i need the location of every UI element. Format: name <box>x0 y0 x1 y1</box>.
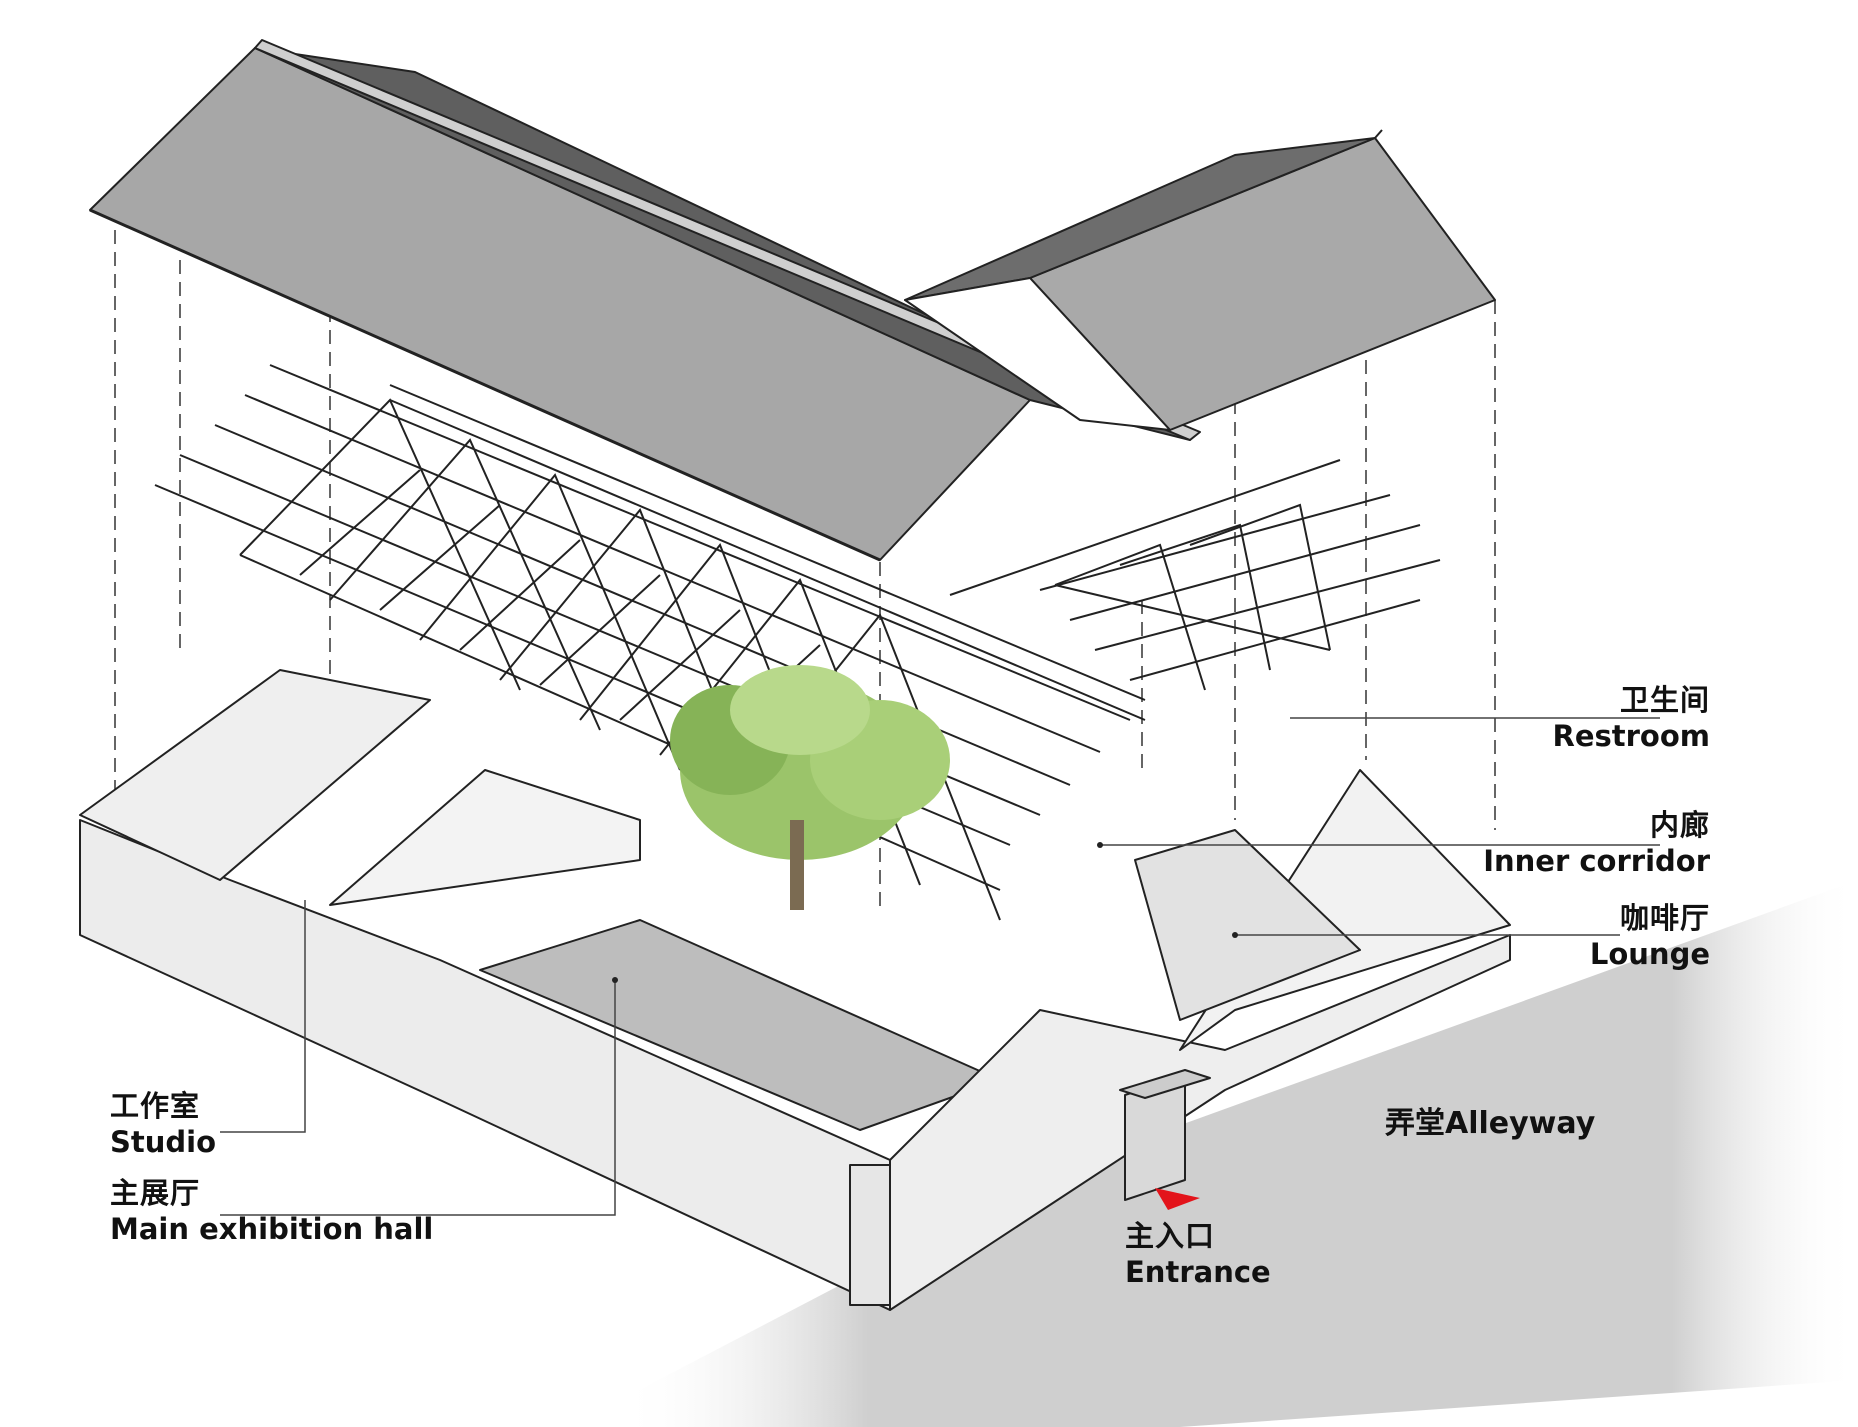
left-gable-wall <box>79 669 431 881</box>
label-entrance-zh: 主入口 <box>1125 1219 1216 1253</box>
label-lounge: 咖啡厅 Lounge <box>1590 900 1710 973</box>
alleyway-ground <box>620 880 1858 1427</box>
label-restroom-zh: 卫生间 <box>1619 683 1710 717</box>
main-hall-gable <box>329 769 641 906</box>
courtyard-tree <box>670 665 950 910</box>
marker-corridor <box>1097 842 1103 848</box>
building-shell <box>79 669 1511 1311</box>
label-restroom: 卫生间 Restroom <box>1553 682 1711 755</box>
label-studio-en: Studio <box>110 1125 217 1160</box>
leader-lines <box>220 717 1660 1216</box>
label-entrance-en: Entrance <box>1125 1255 1271 1290</box>
label-main-hall: 主展厅 Main exhibition hall <box>110 1175 433 1248</box>
label-studio-zh: 工作室 <box>110 1089 201 1123</box>
gate-pillar <box>849 1164 891 1306</box>
leader-studio <box>220 900 306 1133</box>
leader-main-hall <box>220 980 616 1216</box>
label-lounge-zh: 咖啡厅 <box>1619 901 1710 935</box>
label-inner-corridor-en: Inner corridor <box>1483 844 1710 879</box>
label-entrance: 主入口 Entrance <box>1125 1218 1271 1291</box>
roof <box>89 39 1496 562</box>
label-inner-corridor: 内廊 Inner corridor <box>1483 807 1710 880</box>
entrance-arrow-icon <box>1155 1188 1200 1210</box>
label-main-hall-en: Main exhibition hall <box>110 1212 434 1247</box>
label-studio: 工作室 Studio <box>110 1088 216 1161</box>
label-alleyway: 弄堂Alleyway <box>1385 1106 1596 1141</box>
wing-roof-valley <box>904 277 1171 431</box>
label-main-hall-zh: 主展厅 <box>110 1176 201 1210</box>
marker-lounge <box>1232 932 1238 938</box>
lounge-interior <box>1134 829 1361 1021</box>
label-restroom-en: Restroom <box>1552 719 1711 754</box>
label-inner-corridor-zh: 内廊 <box>1649 808 1710 842</box>
label-lounge-en: Lounge <box>1589 937 1710 972</box>
entrance-canopy <box>1119 1069 1211 1099</box>
marker-main-hall <box>612 977 618 983</box>
front-wall-right <box>889 934 1511 1311</box>
